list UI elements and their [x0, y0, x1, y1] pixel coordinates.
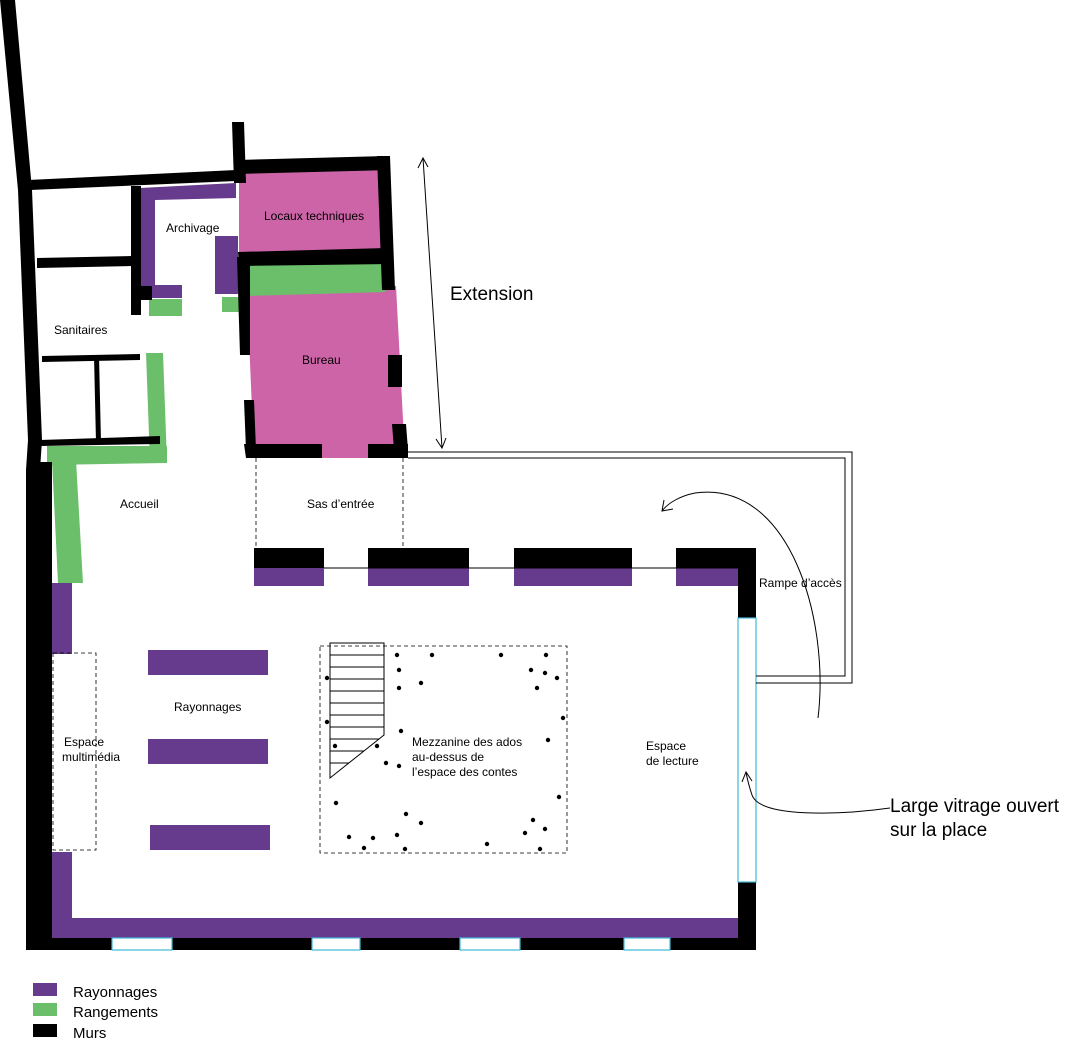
shelving-unit-2 — [148, 739, 268, 764]
label-multimedia-2: multimédia — [62, 750, 120, 764]
label-extension: Extension — [450, 284, 533, 305]
storage-accueil-horizontal — [47, 446, 167, 465]
label-archivage: Archivage — [166, 221, 220, 235]
bureau-area — [247, 286, 405, 458]
shelving-top-3 — [514, 568, 632, 586]
legend: Rayonnages Rangements Murs — [33, 983, 158, 1042]
label-lecture-2: de lecture — [646, 754, 699, 768]
label-locaux-techniques: Locaux techniques — [264, 209, 364, 223]
label-multimedia-1: Espace — [64, 735, 104, 749]
storage-extension — [247, 260, 385, 296]
shelving-unit-3 — [150, 825, 270, 850]
label-bureau: Bureau — [302, 353, 341, 367]
ramp — [406, 451, 853, 684]
label-rayonnages: Rayonnages — [174, 700, 241, 714]
storage-accueil-vertical — [146, 353, 167, 462]
label-rampe: Rampe d’accès — [759, 576, 842, 590]
label-vitrage-2: sur la place — [890, 820, 987, 841]
mezzanine-dots — [324, 652, 566, 852]
label-mezzanine-3: l’espace des contes — [412, 765, 517, 779]
curved-arrows — [661, 491, 891, 814]
glazing — [111, 617, 757, 951]
legend-swatch-rangements — [33, 1003, 57, 1016]
storage-archive-b — [222, 297, 240, 312]
label-lecture-1: Espace — [646, 739, 686, 753]
storage-accueil-left — [52, 460, 83, 583]
legend-label-rayonnages: Rayonnages — [73, 984, 157, 1001]
label-mezzanine-1: Mezzanine des ados — [412, 735, 522, 749]
shelving-archive-right — [215, 236, 238, 294]
shelving-top-1 — [254, 568, 324, 586]
legend-label-rangements: Rangements — [73, 1004, 158, 1021]
legend-label-murs: Murs — [73, 1025, 106, 1042]
legend-swatch-murs — [33, 1024, 57, 1037]
label-sanitaires: Sanitaires — [54, 323, 107, 337]
label-accueil: Accueil — [120, 497, 159, 511]
dashed-outlines — [52, 458, 568, 854]
label-sas: Sas d’entrée — [307, 497, 375, 511]
legend-swatch-rayonnages — [33, 983, 57, 996]
label-vitrage-1: Large vitrage ouvert — [890, 796, 1060, 817]
walls — [0, 0, 756, 950]
shelving-top-2 — [368, 568, 469, 586]
shelving-unit-1 — [148, 650, 268, 675]
shelving-top-4 — [676, 568, 738, 586]
extension-arrow — [417, 156, 447, 450]
shelving-left-top — [52, 583, 72, 654]
storage-archive-a — [149, 299, 182, 316]
label-mezzanine-2: au-dessus de — [412, 750, 484, 764]
staircase — [329, 642, 385, 780]
locaux-techniques-area — [239, 168, 386, 257]
shelving-bottom-l — [52, 852, 738, 938]
